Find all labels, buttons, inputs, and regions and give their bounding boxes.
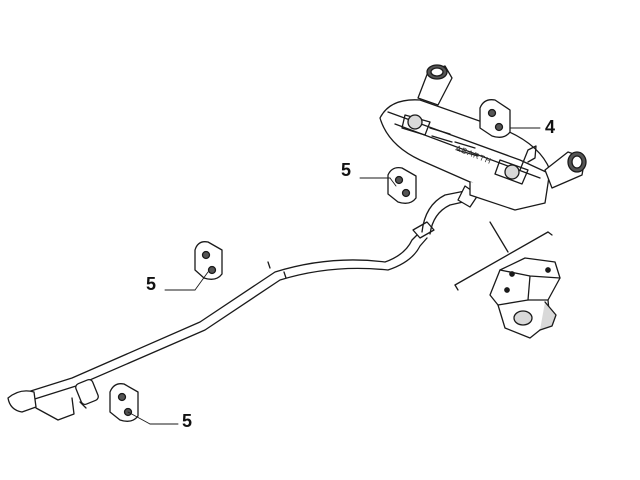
callout-muffler-hanger: 4 — [545, 117, 556, 137]
callout-front-hanger-lower: 5 — [182, 411, 193, 431]
tailpipe-tip-right — [544, 151, 587, 189]
rubber-hanger-mid — [194, 241, 223, 280]
callout-mid-hanger: 5 — [146, 274, 157, 294]
tailpipe-tip-left — [417, 64, 453, 106]
intermediate-clamp — [75, 378, 99, 409]
exhaust-pipe — [7, 221, 435, 421]
detail-view-frame — [454, 221, 553, 291]
leader-lines — [127, 127, 541, 425]
muffler-inlet-pipe — [421, 185, 479, 235]
rubber-hanger-lower — [109, 383, 139, 422]
rubber-hanger-upper — [387, 167, 417, 204]
rubber-hanger-muffler — [479, 99, 511, 138]
callout-rear-hanger-upper: 5 — [341, 160, 352, 180]
rear-muffler — [379, 99, 551, 211]
hanger-bracket-detail — [489, 257, 561, 339]
